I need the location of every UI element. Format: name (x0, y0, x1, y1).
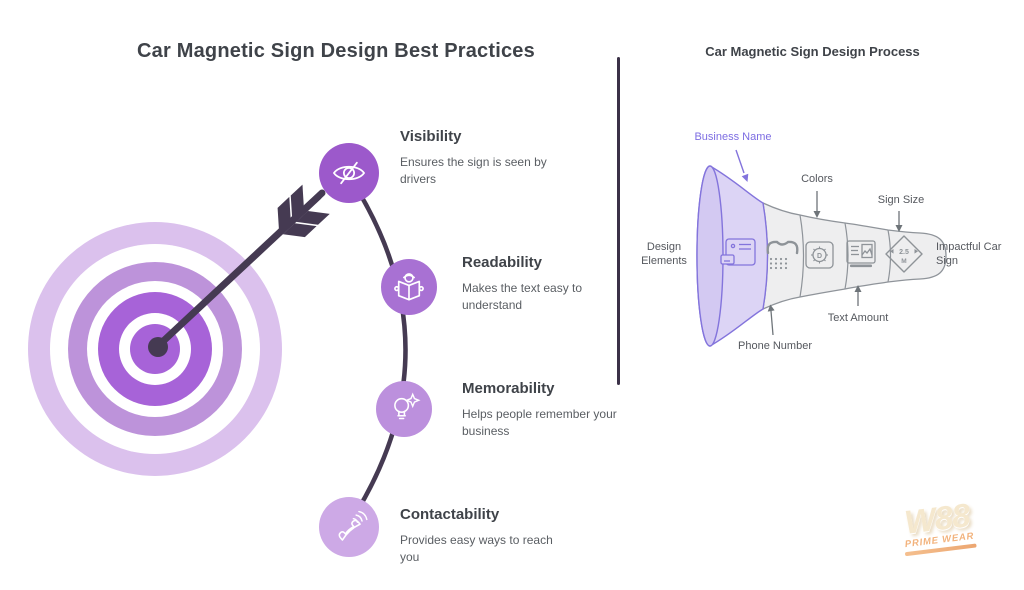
color-icon-letter: D (817, 253, 822, 260)
funnel-divider-3 (844, 222, 849, 290)
sign-size-value-bottom: M (901, 258, 906, 265)
business-name-arrow (735, 149, 749, 182)
funnel-label-phone-number: Phone Number (738, 340, 812, 352)
right-panel-title: Car Magnetic Sign Design Process (705, 44, 920, 59)
practice-desc-contactability: Provides easy ways to reach you (400, 533, 553, 564)
arrow-impact-dot (148, 337, 168, 357)
funnel-divider-4 (887, 229, 892, 283)
practice-title-contactability: Contactability (400, 506, 500, 523)
eye-crossed-icon (332, 161, 366, 185)
telephone-icon (766, 240, 799, 270)
funnel-body (762, 202, 947, 310)
funnel-label-design-elements: Design Elements (641, 241, 687, 268)
funnel-divider-2 (799, 214, 805, 298)
practice-title-memorability: Memorability (462, 380, 555, 397)
funnel-label-text-amount: Text Amount (827, 312, 889, 324)
memorability-icon-circle (376, 381, 432, 437)
practice-title-readability: Readability (462, 254, 543, 271)
vertical-divider (617, 57, 620, 385)
phone-number-arrow (767, 304, 775, 336)
arrow-illustration (148, 184, 330, 357)
contactability-icon-circle (319, 497, 379, 557)
left-panel-title: Car Magnetic Sign Design Best Practices (137, 40, 535, 62)
colors-arrow (813, 191, 821, 218)
practice-desc-readability: Makes the text easy to understand (462, 281, 583, 312)
person-reading-icon (394, 273, 424, 301)
color-badge-icon: D (805, 241, 834, 269)
practice-desc-memorability: Helps people remember your business (462, 407, 617, 438)
text-amount-arrow (854, 285, 862, 306)
funnel-label-colors: Colors (801, 173, 833, 185)
screen-text-image-icon (846, 240, 876, 268)
visibility-icon-circle (319, 143, 379, 203)
funnel-label-business-name: Business Name (694, 131, 772, 143)
readability-icon-circle (381, 259, 437, 315)
funnel-label-impactful-car-sign: Impactful Car Sign (936, 241, 1002, 268)
sign-size-value-top: 2.5 (899, 249, 909, 256)
funnel-illustration: D 2.5 M (696, 149, 947, 347)
arrow-fletching (277, 184, 330, 238)
practice-desc-visibility: Ensures the sign is seen by drivers (400, 155, 547, 186)
practice-title-visibility: Visibility (400, 128, 462, 145)
funnel-rim (696, 165, 724, 347)
business-card-icon (720, 238, 756, 266)
sign-size-arrow (895, 211, 903, 232)
sign-size-diamond-icon: 2.5 M (885, 235, 923, 273)
lightbulb-sparkle-icon (394, 392, 421, 420)
phone-ringing-icon (338, 510, 368, 541)
funnel-label-sign-size: Sign Size (877, 194, 925, 206)
connector-arc (346, 173, 408, 527)
